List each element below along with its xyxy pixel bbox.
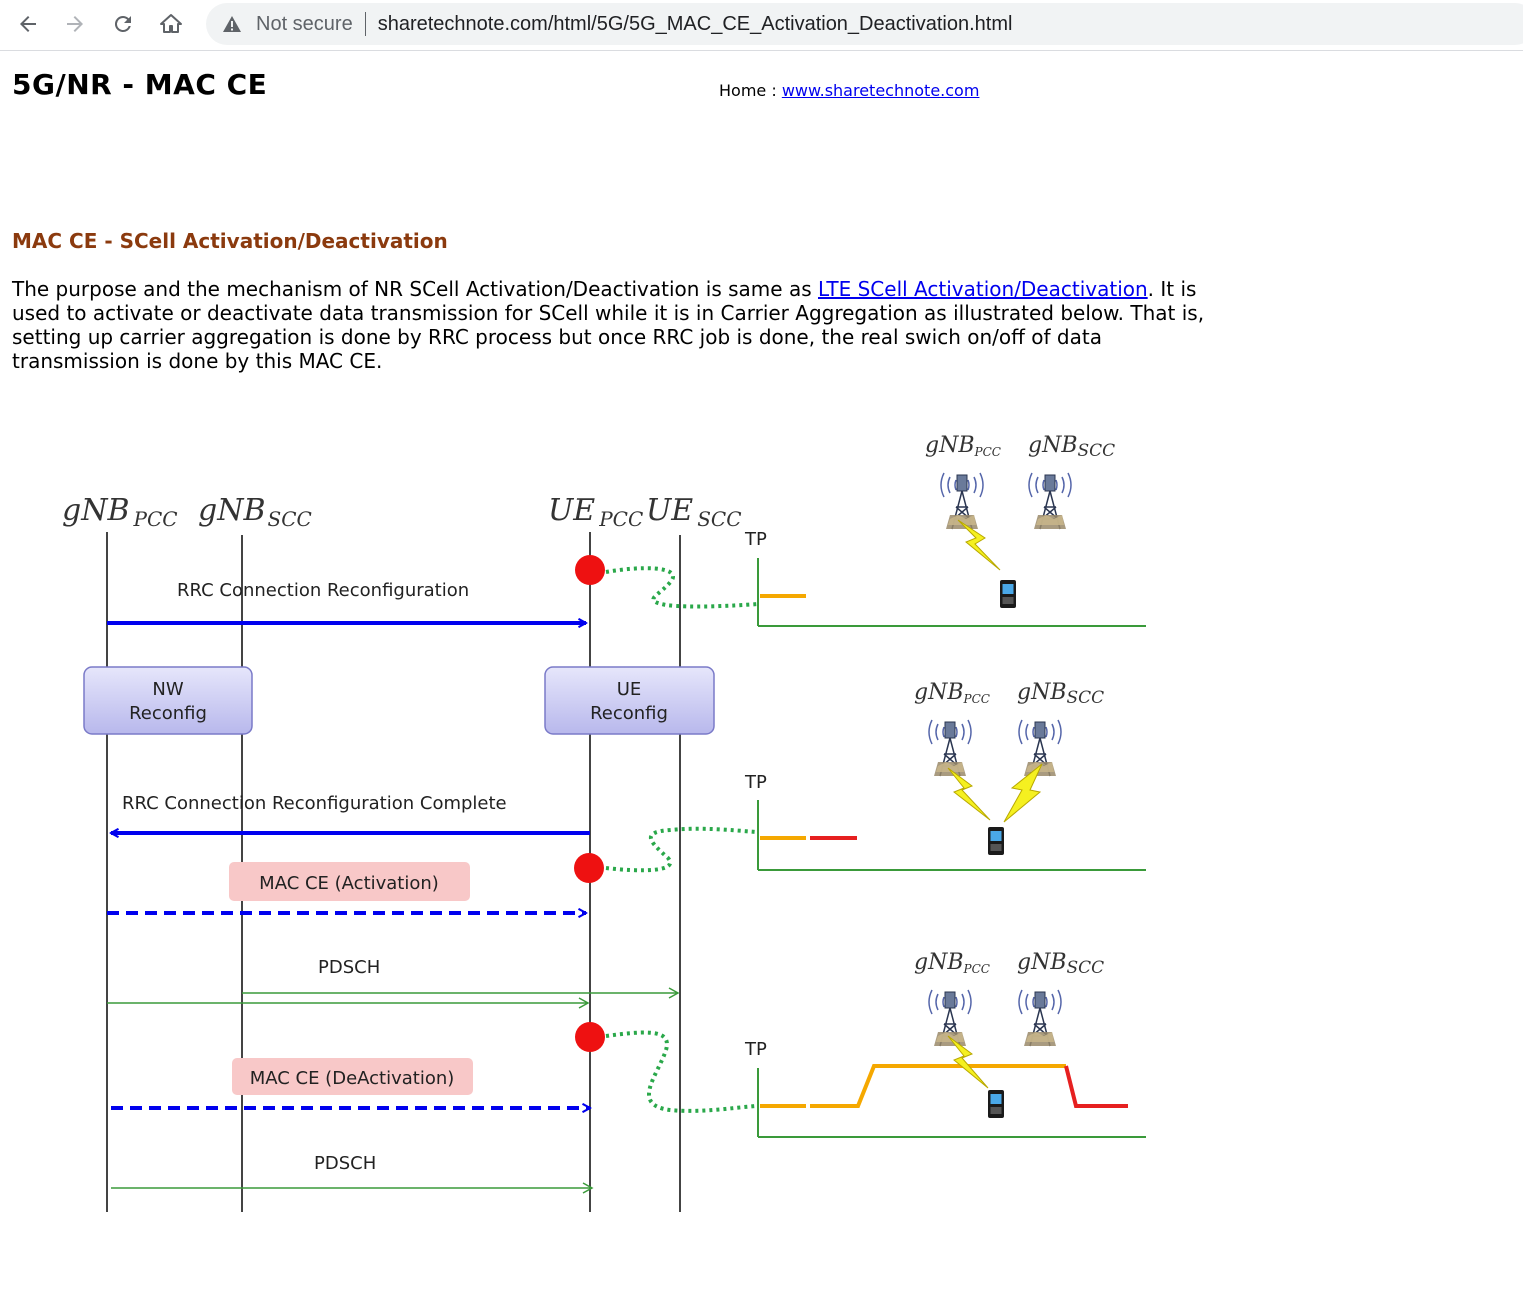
security-status[interactable]: Not secure: [256, 12, 353, 35]
tp-orange-segment-3b: [810, 1064, 1066, 1108]
panel3-gnb-pcc: gNBPCC: [914, 950, 990, 976]
url-text[interactable]: sharetechnote.com/html/5G/5G_MAC_CE_Acti…: [377, 12, 1013, 35]
panel1-gnb-pcc: gNBPCC: [925, 433, 1001, 459]
panel2-gnb-pcc: gNBPCC: [914, 680, 990, 706]
section-title: MAC CE - SCell Activation/Deactivation: [12, 229, 448, 253]
home-button[interactable]: [153, 6, 189, 42]
connector-dotted-3: [605, 1030, 757, 1113]
event-dot-1: [575, 555, 605, 585]
msg-rrc-complete-label: RRC Connection Reconfiguration Complete: [122, 793, 507, 814]
mac-ce-deactivation-box: [232, 1058, 473, 1095]
forward-arrow-icon: [67, 16, 83, 32]
panel3-tower-scc-icon: [1018, 989, 1062, 1047]
panel1-tower-scc-icon: [1028, 472, 1072, 530]
event-dot-2: [574, 853, 604, 883]
panel2-lightning-pcc-icon: [947, 767, 991, 821]
omnibox-divider: [364, 12, 366, 36]
ue-reconfig-line1: UE: [617, 679, 642, 700]
reload-icon: [114, 15, 131, 32]
paragraph-text-start: The purpose and the mechanism of NR SCel…: [12, 277, 818, 301]
ue-reconfig-line2: Reconfig: [590, 703, 668, 724]
panel3-phone-icon: [988, 1090, 1004, 1118]
panel3-lightning-icon: [947, 1035, 989, 1089]
panel2-gnb-scc: gNBSCC: [1017, 680, 1104, 708]
connector-dotted-2: [605, 826, 757, 873]
tp-label-3: TP: [744, 1039, 767, 1060]
home-line: Home : www.sharetechnote.com: [719, 81, 979, 100]
panel2-lightning-scc-icon: [1003, 763, 1043, 823]
event-dot-3: [575, 1022, 605, 1052]
msg-rrc-reconfig-label: RRC Connection Reconfiguration: [177, 580, 469, 601]
home-label: Home :: [719, 81, 777, 100]
panel2-tower-scc-icon: [1018, 719, 1062, 777]
panel1-gnb-scc: gNBSCC: [1028, 433, 1115, 461]
reload-button[interactable]: [105, 6, 141, 42]
panel3-gnb-scc: gNBSCC: [1017, 950, 1104, 978]
back-arrow-icon: [20, 16, 36, 32]
page-title: 5G/NR - MAC CE: [12, 68, 268, 101]
warning-icon: [223, 16, 241, 32]
tp-red-segment-3: [1064, 1065, 1128, 1108]
home-icon: [160, 14, 182, 33]
tp-panel-1: TP gNBPCC gNBSCC: [744, 433, 1146, 627]
panel1-phone-icon: [1000, 580, 1016, 608]
pdsch-label-2: PDSCH: [314, 1153, 376, 1174]
pdsch-label-1: PDSCH: [318, 957, 380, 978]
paragraph-text-end: . It is used to activate or deactivate d…: [12, 277, 1205, 373]
nw-reconfig-line2: Reconfig: [129, 703, 207, 724]
tp-label-2: TP: [744, 772, 767, 793]
mac-ce-activation-label: MAC CE (Activation): [259, 873, 439, 894]
panel2-tower-pcc-icon: [928, 719, 972, 777]
tp-panel-2: TP gNBPCC gNBSCC: [744, 680, 1146, 871]
lte-scell-link[interactable]: LTE SCell Activation/Deactivation: [818, 277, 1148, 301]
tp-label-1: TP: [744, 529, 767, 550]
mac-ce-activation-box: [229, 862, 470, 901]
panel3-tower-pcc-icon: [928, 989, 972, 1047]
browser-toolbar: Not secure sharetechnote.com/html/5G/5G_…: [0, 0, 1523, 51]
ue-reconfig-box: UE Reconfig: [544, 666, 715, 735]
panel2-phone-icon: [988, 827, 1004, 855]
forward-button[interactable]: [57, 6, 93, 42]
mac-ce-deactivation-label: MAC CE (DeActivation): [250, 1068, 455, 1089]
nw-reconfig-line1: NW: [152, 679, 183, 700]
connector-dotted-1: [605, 566, 759, 609]
panel1-lightning-icon: [957, 519, 1001, 571]
description-paragraph: The purpose and the mechanism of NR SCel…: [12, 277, 1212, 373]
home-link[interactable]: www.sharetechnote.com: [781, 81, 980, 100]
back-button[interactable]: [10, 6, 46, 42]
tp-panel-3: TP gNBPCC gNBSCC: [744, 950, 1146, 1138]
nw-reconfig-box: NW Reconfig: [83, 666, 253, 735]
panel1-tower-pcc-icon: [940, 472, 984, 530]
address-bar[interactable]: Not secure sharetechnote.com/html/5G/5G_…: [206, 3, 1523, 45]
